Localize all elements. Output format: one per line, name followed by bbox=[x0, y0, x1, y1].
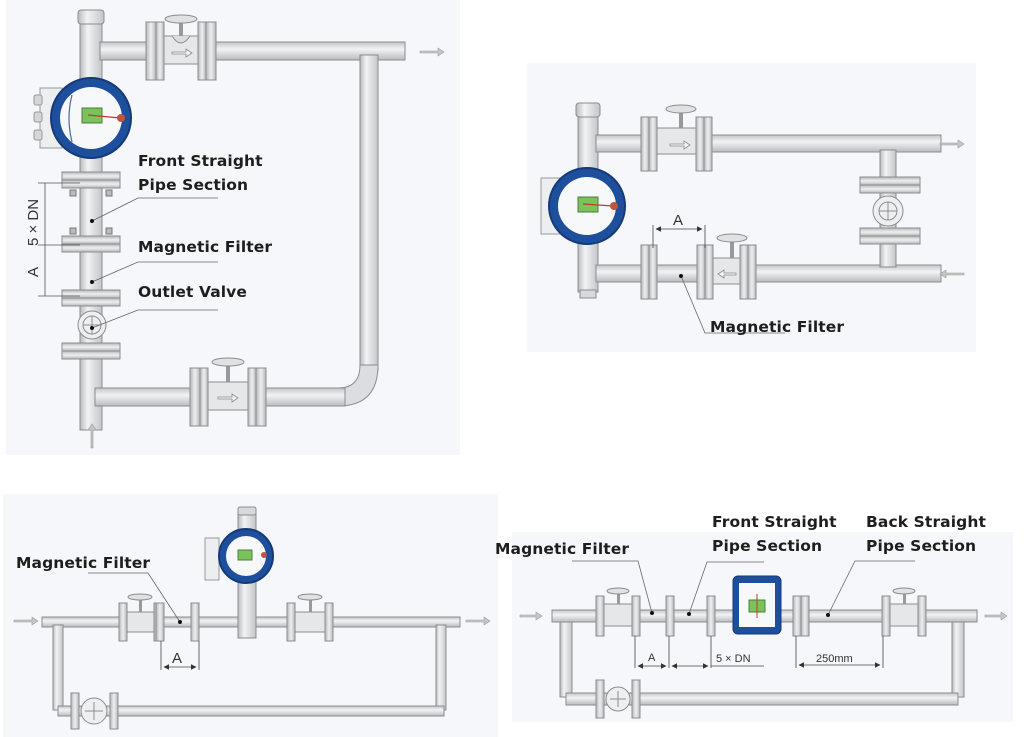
dim-a: A bbox=[673, 212, 683, 229]
diagram-horizontal-with-bypass: A Magnetic Filter bbox=[13, 506, 491, 730]
label-back-straight-1: Back Straight bbox=[866, 513, 986, 531]
label-front-straight-2: Pipe Section bbox=[712, 537, 822, 555]
diagram-horizontal-bypass-loop: A Magnetic Filter bbox=[540, 102, 965, 336]
dim-a: A bbox=[648, 652, 656, 664]
label-outlet-valve: Outlet Valve bbox=[138, 283, 247, 301]
filter-flanges bbox=[665, 595, 716, 637]
flowmeter-box bbox=[732, 575, 782, 635]
flow-out-arrow bbox=[984, 611, 1008, 621]
dimension-lines bbox=[634, 636, 884, 669]
gate-valve-top bbox=[145, 14, 217, 81]
flowmeter-dial bbox=[33, 77, 132, 159]
leader-line bbox=[680, 275, 785, 334]
leader-lines bbox=[572, 560, 915, 616]
bypass-strainer bbox=[595, 679, 641, 719]
flow-out-arrow bbox=[939, 139, 965, 149]
flow-in-arrow bbox=[13, 616, 39, 626]
dim-5dn: 5 × DN bbox=[716, 653, 751, 665]
pipe-bypass-bottom bbox=[565, 692, 959, 706]
pipe-bypass-bottom bbox=[57, 705, 445, 717]
gate-valve-right bbox=[286, 593, 334, 642]
label-front-straight-1: Front Straight bbox=[138, 152, 263, 170]
dimension-a-lines bbox=[652, 225, 706, 248]
diagram-vertical-installation: 5 × DN A Front Straight Pipe Section Mag… bbox=[25, 9, 445, 449]
diagram-horizontal-inline-meter: A 5 × DN 250mm Magnetic Filter Front Str… bbox=[495, 513, 1008, 719]
meter-flanges-right bbox=[792, 595, 810, 637]
outlet-valve-body bbox=[61, 310, 121, 360]
flange-pair-1 bbox=[61, 171, 121, 197]
pipe-bypass-left bbox=[559, 621, 573, 698]
flowmeter-column bbox=[204, 506, 274, 639]
dimension-a-lines bbox=[160, 641, 200, 670]
label-magnetic-filter: Magnetic Filter bbox=[16, 554, 150, 572]
flow-in-arrow bbox=[87, 423, 97, 449]
flowmeter-dial bbox=[540, 167, 626, 245]
bypass-strainer bbox=[70, 692, 119, 730]
label-front-straight-2: Pipe Section bbox=[138, 176, 248, 194]
filter-and-valve-bottom bbox=[640, 233, 757, 300]
label-front-straight-1: Front Straight bbox=[712, 513, 837, 531]
gate-valve-left bbox=[595, 587, 641, 637]
dim-a: A bbox=[25, 267, 42, 277]
filter-flanges bbox=[155, 602, 200, 642]
flow-in-arrow bbox=[519, 611, 543, 621]
label-back-straight-2: Pipe Section bbox=[866, 537, 976, 555]
flow-in-arrow bbox=[939, 269, 965, 279]
flow-out-arrow bbox=[419, 47, 445, 57]
label-magnetic-filter: Magnetic Filter bbox=[495, 540, 629, 558]
pipe-right-vertical bbox=[359, 54, 379, 371]
flange-pair-2 bbox=[61, 227, 121, 253]
label-magnetic-filter: Magnetic Filter bbox=[138, 238, 272, 256]
leader-lines bbox=[91, 197, 218, 329]
leader-line bbox=[88, 572, 181, 623]
pipe-bypass-right bbox=[435, 624, 447, 711]
label-magnetic-filter: Magnetic Filter bbox=[710, 318, 844, 336]
bypass-strainer bbox=[859, 176, 921, 245]
pipe-bypass-right bbox=[951, 621, 965, 698]
gate-valve-top bbox=[640, 104, 713, 172]
dim-250mm: 250mm bbox=[816, 653, 853, 665]
dimension-lines bbox=[38, 182, 80, 297]
flow-out-arrow bbox=[465, 616, 491, 626]
dim-5dn: 5 × DN bbox=[25, 199, 42, 246]
pipe-bypass-left bbox=[52, 624, 64, 711]
pipe-cap-top bbox=[77, 9, 105, 25]
gate-valve-bottom bbox=[189, 357, 267, 427]
flange-pair-3 bbox=[61, 289, 121, 307]
gate-valve-right bbox=[881, 587, 927, 637]
dim-a: A bbox=[172, 650, 182, 667]
